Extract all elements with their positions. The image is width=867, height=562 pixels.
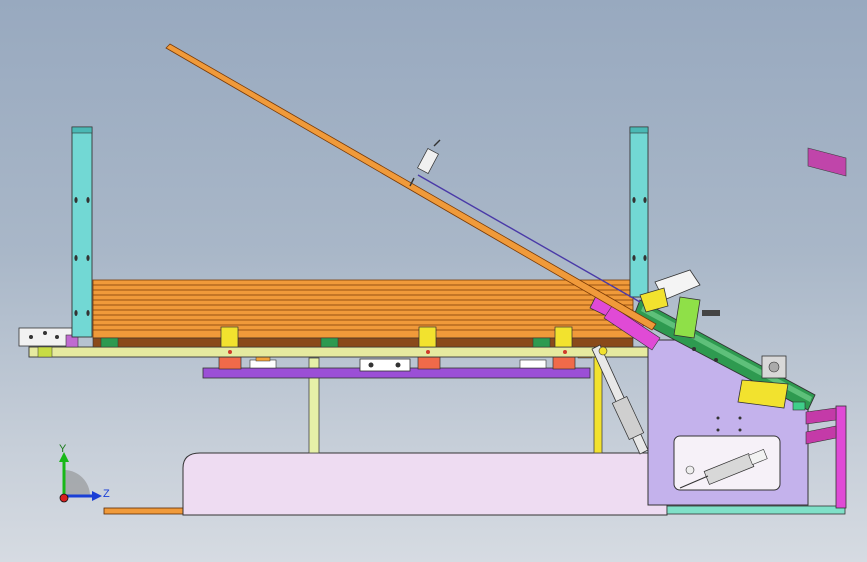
base-block xyxy=(182,452,668,516)
floor-bar xyxy=(103,507,185,515)
feed-lever xyxy=(165,43,657,331)
window-cylinder xyxy=(679,448,768,489)
left-column xyxy=(71,126,93,338)
x-axis-dot xyxy=(59,493,69,503)
clamp-block xyxy=(359,358,411,372)
y-axis-label: Y xyxy=(59,443,67,455)
pipe-tray xyxy=(92,337,634,348)
ejector-arm xyxy=(589,269,816,411)
triad-quadrant xyxy=(64,470,90,496)
support-post xyxy=(308,357,320,454)
lever-cylinder xyxy=(417,147,439,175)
support-pads xyxy=(100,326,573,354)
lever-link xyxy=(417,174,641,303)
coordinate-triad: Y Z xyxy=(59,443,110,503)
frame-post xyxy=(835,405,847,509)
guide-plate xyxy=(673,296,701,339)
z-axis-label: Z xyxy=(103,488,110,500)
end-bracket xyxy=(18,327,73,347)
purple-beam xyxy=(202,358,591,379)
push-cylinder xyxy=(591,344,649,455)
pipe-stack xyxy=(92,279,634,348)
side-frame xyxy=(647,147,847,509)
base-bed xyxy=(103,452,846,516)
base-rail-right xyxy=(666,505,846,515)
right-column xyxy=(629,126,649,298)
